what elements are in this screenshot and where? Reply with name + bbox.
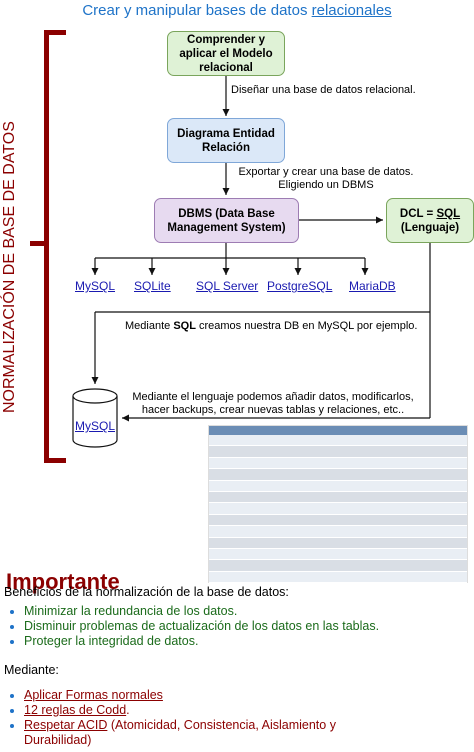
link-postgresql[interactable]: PostgreSQL (267, 279, 333, 293)
link-database-mysql[interactable]: MySQL (75, 419, 116, 433)
benefit-item: Minimizar la redundancia de los datos. (24, 604, 474, 619)
table-screenshot-image (208, 425, 468, 584)
method-item: Respetar ACID (Atomicidad, Consistencia,… (24, 718, 364, 748)
method-item: Aplicar Formas normales (24, 688, 364, 703)
title-text: Crear y manipular bases de datos (82, 2, 312, 19)
note-language: Mediante el lenguaje podemos añadir dato… (132, 391, 414, 416)
title-link-relacionales[interactable]: relacionales (311, 2, 392, 19)
page-title: Crear y manipular bases de datos relacio… (0, 2, 474, 19)
methods-list: Aplicar Formas normales 12 reglas de Cod… (4, 688, 364, 748)
box-dcl: DCL = SQL (Lenguaje) (386, 198, 474, 243)
bracket-tick (30, 241, 48, 246)
dcl-prefix: DCL = (399, 207, 437, 220)
box-dcl-label: DCL = SQL (Lenguaje) (400, 207, 460, 235)
method-rest: . (126, 703, 130, 717)
note-mediante-sql: Mediante SQL creamos nuestra DB en MySQL… (125, 320, 417, 333)
box-erd: Diagrama Entidad Relación (167, 118, 285, 163)
note-mediante-prefix: Mediante (125, 320, 174, 332)
benefit-item: Proteger la integridad de datos. (24, 634, 474, 649)
box-dbms-label: DBMS (Data Base Management System) (167, 207, 286, 234)
note-sql: SQL (173, 320, 196, 332)
link-sqlite[interactable]: SQLite (134, 279, 171, 293)
method-rest: (Atomicidad, Consistencia, Aislamiento y… (24, 718, 336, 747)
benefit-item: Disminuir problemas de actualización de … (24, 619, 474, 634)
method-link-formas-normales[interactable]: Aplicar Formas normales (24, 688, 163, 702)
note-export: Exportar y crear una base de datos. Elig… (238, 166, 414, 191)
box-erd-label: Diagrama Entidad Relación (177, 127, 275, 154)
note-design: Diseñar una base de datos relacional. (231, 84, 416, 96)
box-relational-model: Comprender y aplicar el Modelo relaciona… (167, 31, 285, 76)
database-icon (72, 388, 118, 448)
benefits-list: Minimizar la redundancia de los datos. D… (4, 604, 474, 649)
box-dbms: DBMS (Data Base Management System) (154, 198, 299, 243)
bracket-top (44, 30, 66, 35)
dcl-sql-link[interactable]: SQL (436, 207, 461, 220)
screenshot-rows (209, 435, 467, 584)
screenshot-header (209, 426, 467, 435)
dcl-suffix: (Lenguaje) (400, 221, 460, 234)
link-sql-server[interactable]: SQL Server (196, 279, 259, 293)
bracket-line (44, 30, 49, 463)
note-mediante-suffix: creamos nuestra DB en MySQL por ejemplo. (195, 320, 418, 332)
method-link-codd[interactable]: 12 reglas de Codd (24, 703, 127, 717)
box-relational-model-label: Comprender y aplicar el Modelo relaciona… (179, 33, 273, 74)
link-mariadb[interactable]: MariaDB (349, 279, 396, 293)
method-link-acid[interactable]: Respetar ACID (24, 718, 108, 732)
mediante-label: Mediante: (4, 663, 59, 677)
method-item: 12 reglas de Codd. (24, 703, 364, 718)
important-heading: Importante (6, 569, 120, 594)
link-mysql[interactable]: MySQL (75, 279, 116, 293)
benefits-intro: Beneficios de la normalización de la bas… (4, 585, 289, 599)
bracket-bottom (44, 458, 66, 463)
